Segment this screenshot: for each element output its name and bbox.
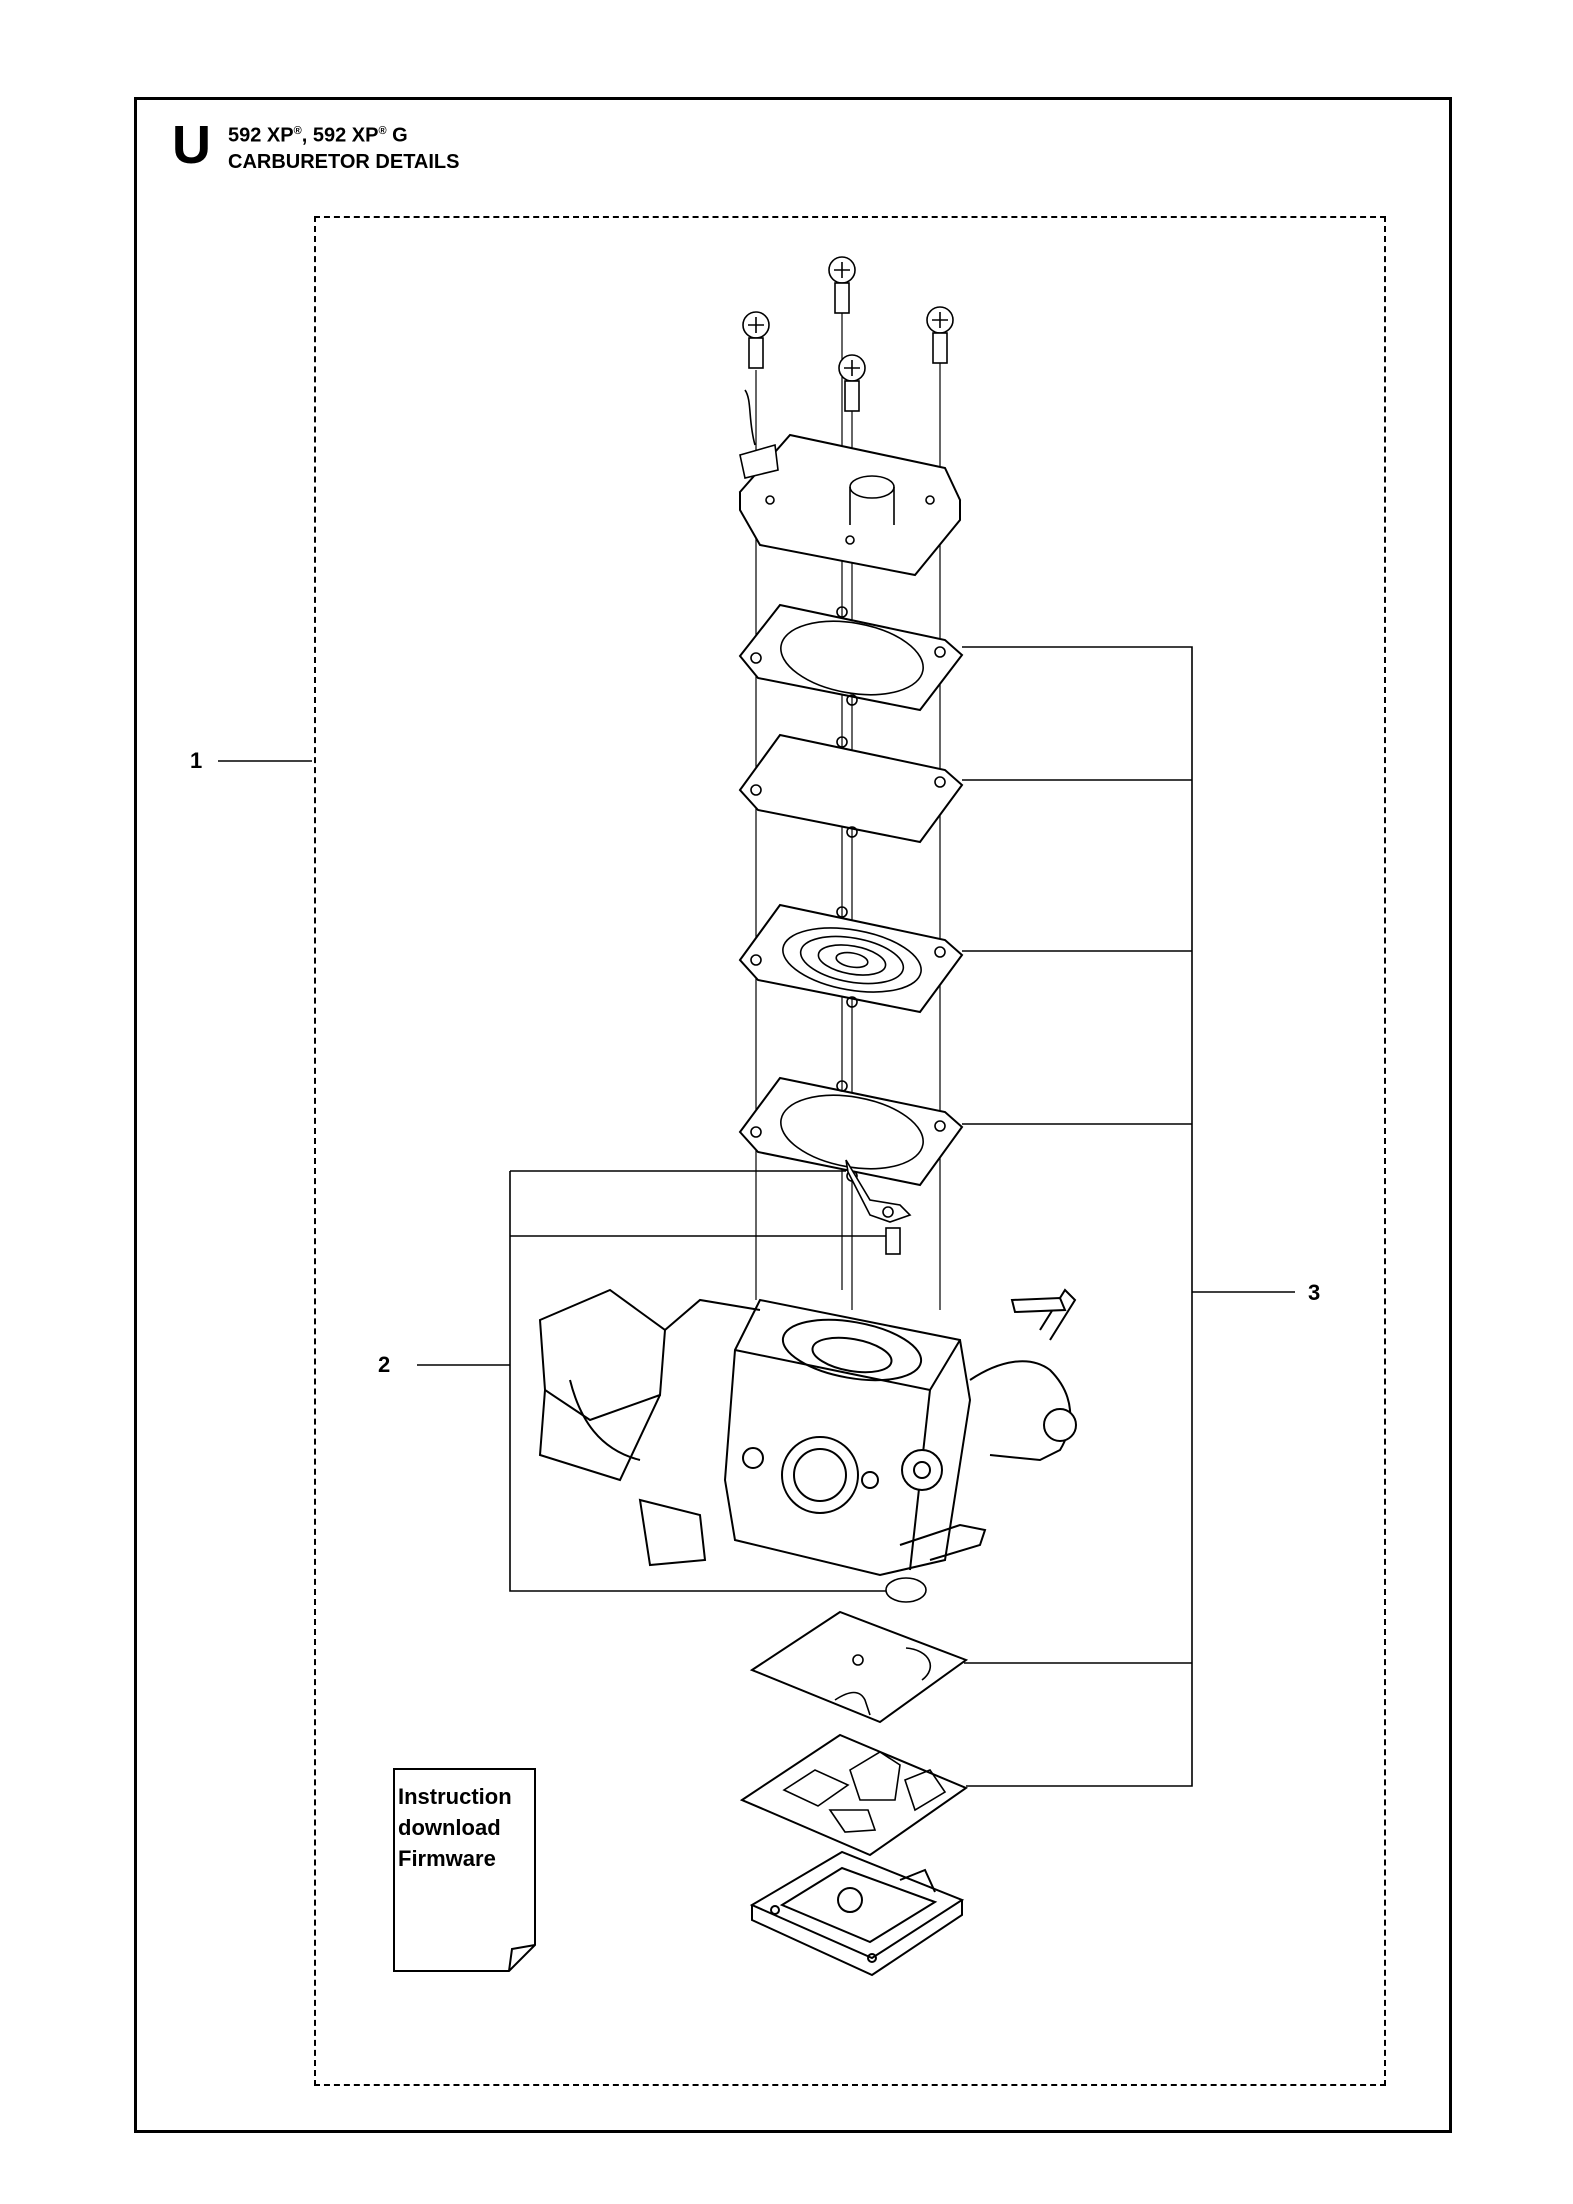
assembly-boundary [314,216,1386,2086]
carburetor-icon [538,1288,1077,1577]
bracket-3 [962,646,1193,1787]
section-letter: U [172,115,211,175]
model-line: 592 XP®, 592 XP® G [228,124,408,147]
screw-icon [742,311,770,369]
pump-cover-icon [738,389,962,577]
pin-icon [885,1227,901,1255]
callout-2: 2 [378,1352,391,1377]
note-line-3: Firmware [398,1846,496,1871]
screw-icon [926,306,954,364]
model-b: 592 XP [312,124,379,147]
diaphragm-icon [749,1610,969,1724]
plug-icon [885,1577,927,1603]
screw-icon [838,354,866,412]
gasket-icon [738,1076,964,1187]
metering-cover-icon [749,1850,965,1977]
instruction-note-text: Instruction download Firmware [398,1781,512,1874]
callout-3: 3 [1308,1280,1321,1305]
instruction-note[interactable]: Instruction download Firmware [392,1767,537,1973]
callout-1: 1 [190,748,203,773]
document-icon [393,1768,536,1972]
model-a: 592 XP [228,124,294,147]
gasket-icon [739,1733,969,1857]
model-b-suffix: G [386,124,408,147]
page-subtitle: CARBURETOR DETAILS [228,150,460,173]
reg-mark-b: ® [378,125,387,137]
title-block: 592 XP®, 592 XP® G CARBURETOR DETAILS [228,118,459,175]
reg-mark-a: ® [293,125,302,137]
gasket-icon [738,603,964,712]
screw-icon [828,256,856,314]
gasket-icon [738,733,964,844]
note-line-2: download [398,1815,501,1840]
page-frame [134,97,1452,2133]
clip-icon [845,1159,912,1223]
note-line-1: Instruction [398,1784,512,1809]
bracket-2 [509,1171,888,1592]
diaphragm-icon [738,903,964,1014]
